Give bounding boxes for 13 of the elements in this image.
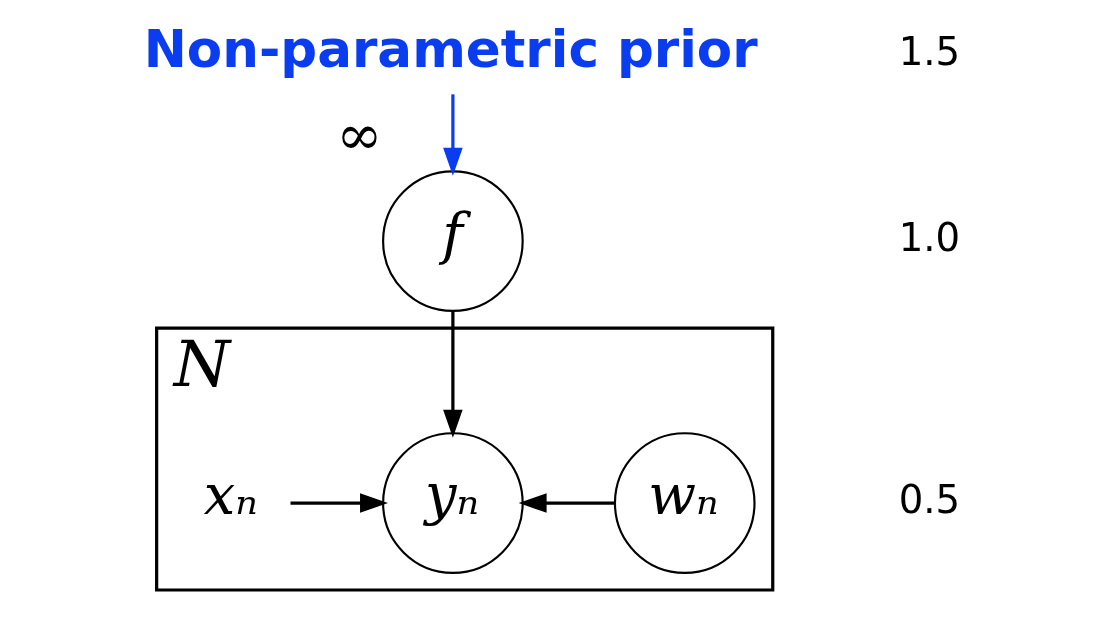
node-text: xₙ [203, 462, 258, 528]
arrow [290, 493, 388, 513]
node-label: ∞ [336, 101, 383, 167]
label: 0.5 [898, 476, 961, 522]
arrow [443, 311, 463, 438]
node-text: Non-parametric prior [143, 18, 758, 79]
label: 1.0 [898, 214, 961, 260]
node-circle: wₙ [613, 432, 756, 574]
arrow [443, 94, 463, 176]
arrow [518, 493, 615, 513]
node-circle: yₙ [382, 432, 524, 574]
node-circle: f [382, 170, 524, 312]
label: 1.5 [898, 28, 961, 74]
